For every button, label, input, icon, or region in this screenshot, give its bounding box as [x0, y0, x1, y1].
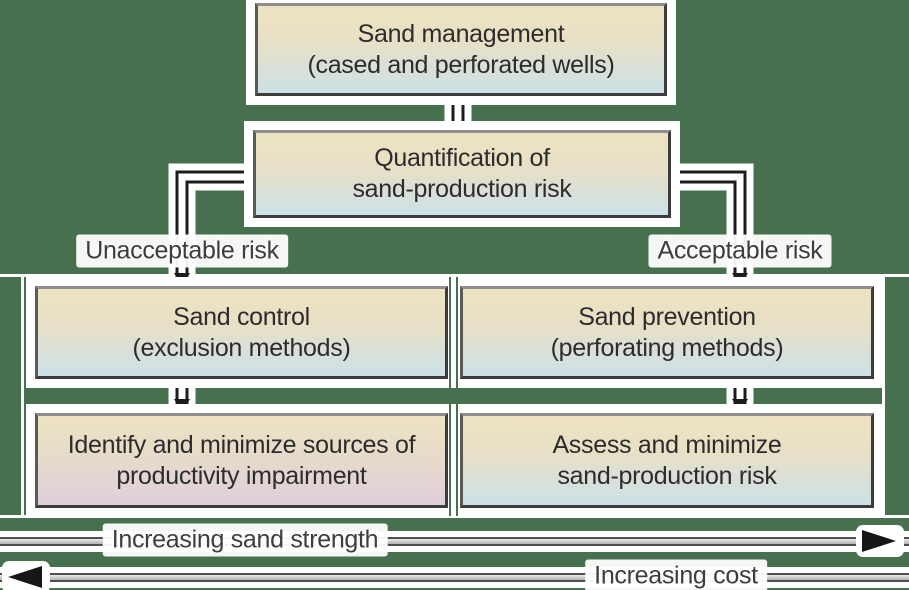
artifact-hline-bottom	[0, 515, 909, 518]
node-quantification-line2: sand-production risk	[352, 175, 572, 203]
connector-arrowheads	[174, 273, 748, 412]
axis-label-sand-strength: Increasing sand strength	[102, 523, 388, 557]
node-assess-line2: sand-production risk	[557, 461, 777, 490]
node-sand-prevention-line2: (perforating methods)	[550, 333, 784, 362]
down-arrow-icon	[732, 273, 748, 286]
node-sand-prevention: Sand prevention (perforating methods)	[460, 286, 874, 379]
right-arrow-icon	[862, 530, 896, 552]
branch-label-unacceptable-risk: Unacceptable risk	[76, 234, 288, 268]
node-sand-management-line1: Sand management	[357, 19, 565, 48]
axis-label-cost: Increasing cost	[585, 559, 767, 590]
branch-label-acceptable-risk: Acceptable risk	[648, 234, 832, 268]
artifact-vline-right	[882, 274, 885, 518]
node-identify-impairment: Identify and minimize sources of product…	[35, 413, 448, 508]
node-identify-line1: Identify and minimize sources of	[67, 430, 416, 459]
node-sand-control-line1: Sand control	[173, 302, 310, 331]
axis-sand-strength-line	[0, 537, 909, 546]
node-sand-management-line2: (cased and perforated wells)	[307, 50, 615, 79]
node-quantification: Quantification of sand-production risk	[253, 130, 671, 218]
node-sand-control-line2: (exclusion methods)	[132, 333, 351, 362]
background-seam	[456, 277, 458, 516]
node-sand-management: Sand management (cased and perforated we…	[255, 3, 667, 96]
node-sand-control: Sand control (exclusion methods)	[35, 286, 448, 379]
axis-cost-line	[0, 573, 909, 582]
node-assess-risk: Assess and minimize sand-production risk	[460, 413, 874, 508]
node-quantification-line1: Quantification of	[374, 144, 550, 172]
down-arrow-icon	[174, 399, 190, 412]
left-arrow-icon	[8, 566, 42, 588]
artifact-hline-top	[0, 274, 909, 277]
node-sand-prevention-line1: Sand prevention	[578, 302, 756, 331]
background-seam	[449, 277, 451, 516]
node-identify-line2: productivity impairment	[116, 461, 367, 490]
down-arrow-icon	[732, 399, 748, 412]
node-assess-line1: Assess and minimize	[552, 430, 782, 459]
artifact-vline-left	[21, 274, 24, 518]
down-arrow-icon	[174, 273, 190, 286]
